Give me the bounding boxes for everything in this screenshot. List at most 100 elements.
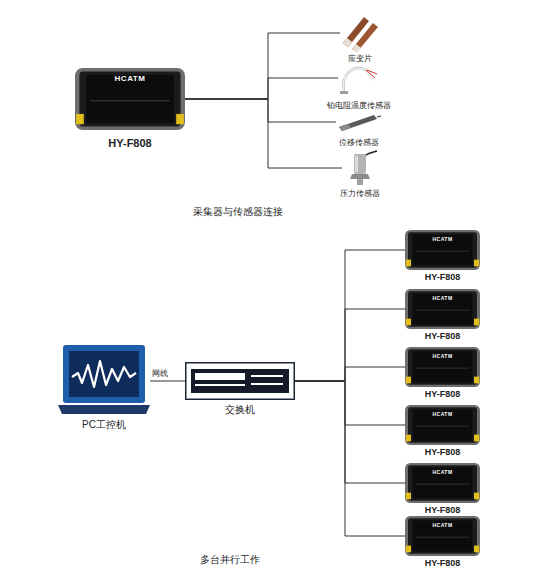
shape-part [195, 373, 245, 380]
brand-text: HCATM [405, 522, 480, 528]
node-label: HY-F808 [108, 137, 151, 149]
node-label: 铂电阻温度传感器 [327, 100, 391, 111]
shape-part [405, 347, 480, 387]
shape-part [176, 114, 184, 124]
brand-text: HCATM [405, 353, 480, 359]
component-node: 应变片 [340, 14, 380, 52]
connector-line [150, 381, 185, 382]
shape-part [339, 124, 351, 131]
shape-part [474, 260, 479, 267]
pc-icon [58, 345, 150, 415]
shape-part [416, 250, 470, 252]
shape-part [75, 68, 185, 130]
shape-part [416, 483, 470, 485]
connector-line [185, 33, 340, 99]
node-label: 交换机 [225, 403, 255, 417]
temperature-sensor-icon [338, 60, 380, 96]
connector-line [295, 381, 405, 425]
shape-part [406, 435, 411, 442]
shape-part [405, 463, 480, 503]
shape-part [357, 179, 363, 185]
device-node: HCATMHY-F808 [405, 230, 480, 270]
connector-line [295, 250, 405, 381]
node-label: PC工控机 [82, 418, 126, 432]
component-node: 压力传感器 [342, 150, 378, 186]
connector-line [185, 99, 336, 122]
node-label: HY-F808 [425, 331, 461, 341]
shape-part [474, 377, 479, 384]
shape-part [350, 174, 370, 179]
shape-part [352, 44, 361, 52]
edge-label: 网线 [152, 368, 168, 379]
shape-part [405, 516, 480, 556]
node-label: HY-F808 [425, 272, 461, 282]
shape-part [343, 17, 369, 47]
brand-text: HCATM [405, 411, 480, 417]
shape-part [58, 405, 150, 414]
connector-line [295, 367, 405, 381]
shape-part [406, 493, 411, 500]
network-switch-icon [185, 362, 295, 400]
shape-part [416, 309, 470, 311]
shape-part [474, 493, 479, 500]
node-label: HY-F808 [425, 558, 461, 568]
shape-part [343, 38, 352, 47]
shape-part [364, 151, 377, 156]
connector-line [185, 78, 338, 99]
brand-text: HCATM [405, 469, 480, 475]
shape-part [474, 319, 479, 326]
shape-part [69, 351, 139, 397]
shape-part [355, 156, 358, 172]
device-node: HCATMHY-F808 [405, 516, 480, 556]
connector-line [185, 99, 342, 168]
brand-text: HCATM [405, 236, 480, 242]
shape-part [343, 68, 366, 92]
shape-part [191, 369, 289, 393]
device-node: HCATMHY-F808 [405, 405, 480, 445]
shape-part [352, 23, 378, 52]
shape-part [367, 70, 377, 74]
component-node: 位移传感器 [336, 112, 382, 132]
connector-line [295, 309, 405, 381]
shape-part [406, 377, 411, 384]
shape-part [343, 68, 366, 92]
shape-part [251, 383, 283, 385]
shape-part [416, 367, 470, 369]
shape-part [72, 361, 136, 387]
shape-part [251, 375, 283, 377]
strain-gauge-icon [340, 14, 380, 52]
connector-line [295, 381, 405, 483]
component-node: 交换机 [185, 362, 295, 400]
component-node: PC工控机 [58, 345, 150, 415]
shape-part [405, 289, 480, 329]
shape-part [474, 435, 479, 442]
shape-part [186, 363, 295, 400]
brand-text: HCATM [405, 295, 480, 301]
shape-part [405, 230, 480, 270]
shape-part [354, 154, 366, 174]
node-label: 应变片 [348, 53, 372, 64]
shape-part [416, 425, 470, 427]
shape-part [195, 384, 245, 386]
shape-part [63, 345, 145, 403]
shape-part [405, 405, 480, 445]
shape-part [340, 91, 348, 94]
node-label: HY-F808 [425, 505, 461, 515]
connector-line [295, 381, 405, 536]
node-label: 压力传感器 [340, 188, 380, 199]
shape-part [76, 114, 84, 124]
shape-part [474, 546, 479, 553]
shape-part [90, 100, 169, 101]
node-label: HY-F808 [425, 389, 461, 399]
device-node: HCATMHY-F808 [75, 68, 185, 130]
device-node: HCATMHY-F808 [405, 463, 480, 503]
figure-caption: 采集器与传感器连接 [178, 205, 298, 219]
node-label: HY-F808 [425, 447, 461, 457]
shape-part [339, 115, 377, 131]
shape-part [377, 116, 381, 117]
component-node: 铂电阻温度传感器 [338, 60, 380, 96]
shape-part [416, 536, 470, 538]
shape-part [406, 319, 411, 326]
brand-text: HCATM [75, 74, 185, 83]
